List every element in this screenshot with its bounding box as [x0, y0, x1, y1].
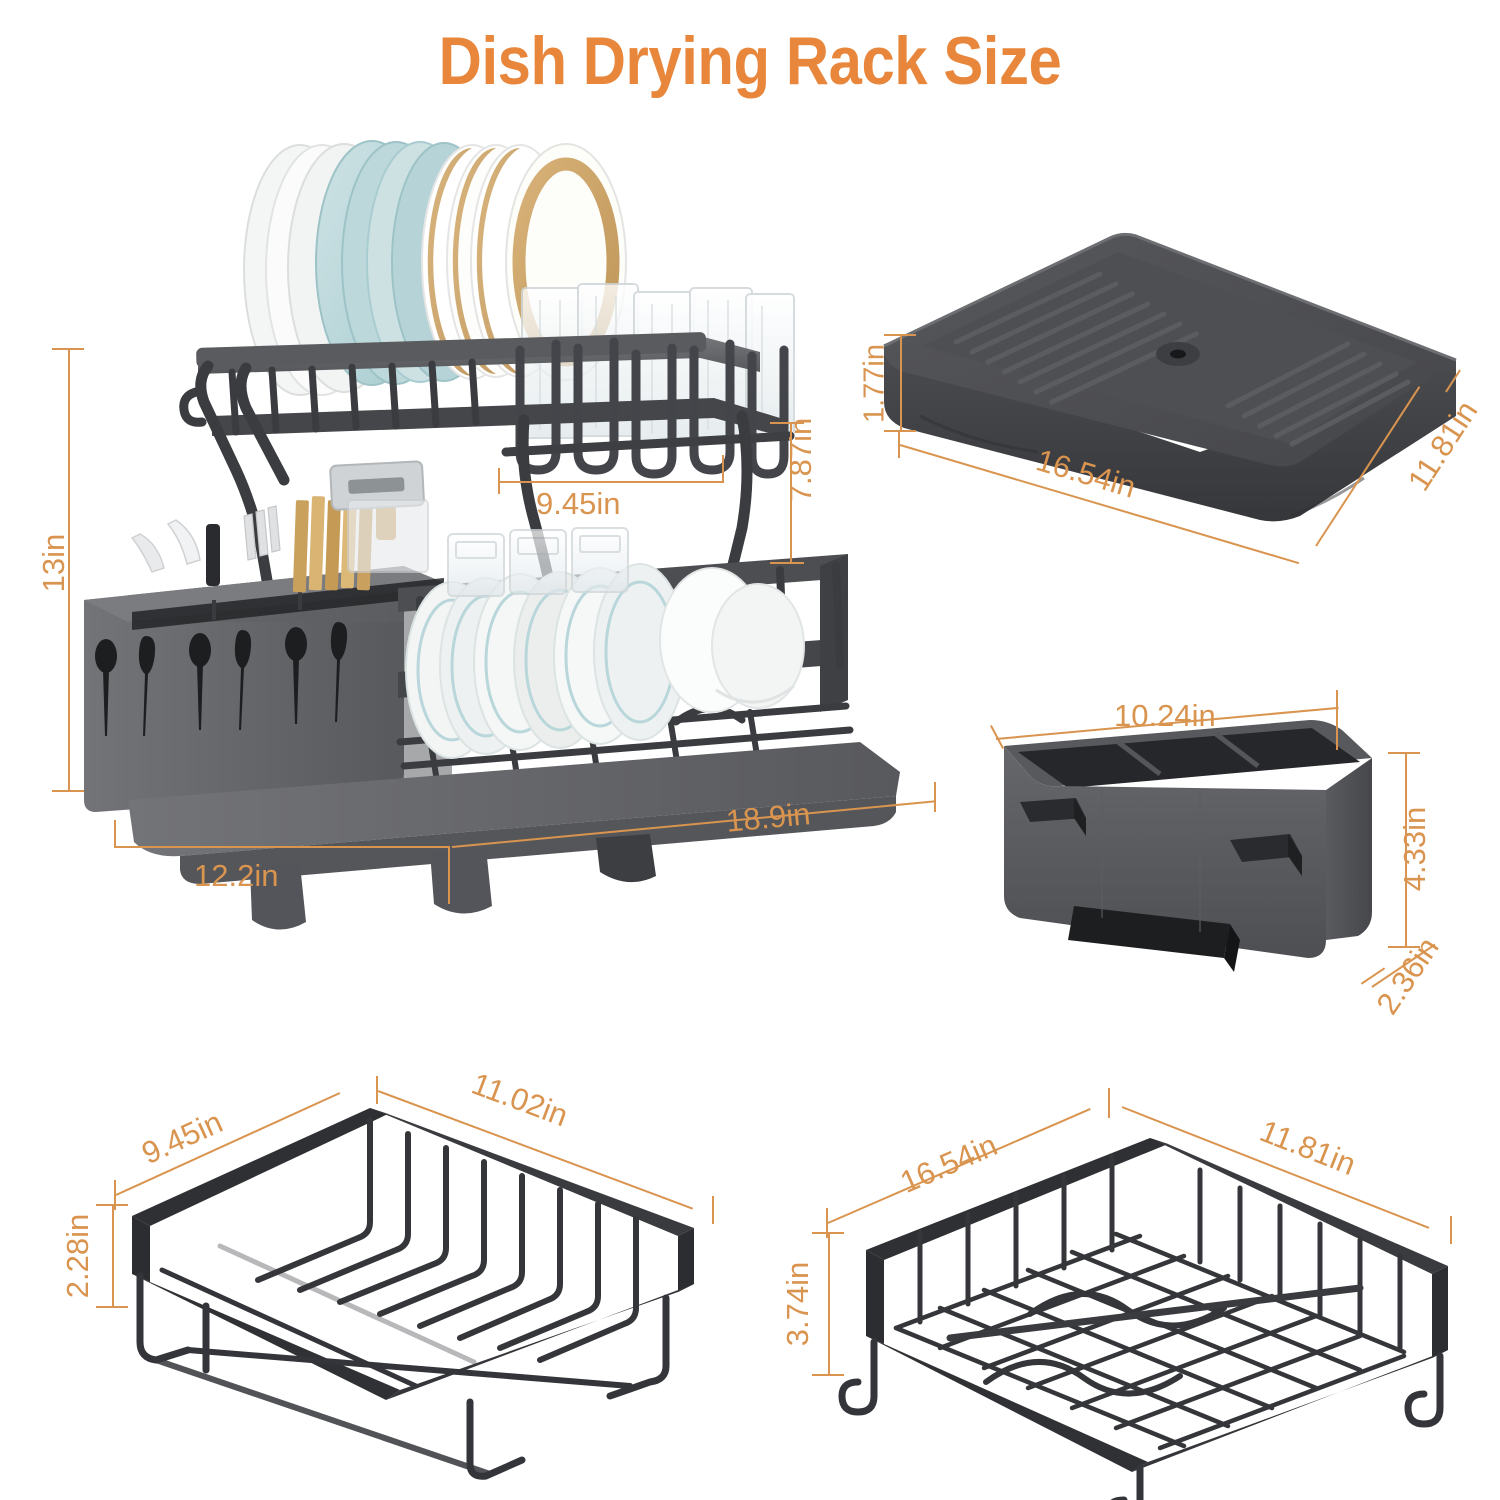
dimension-label-tray-height: 1.77in	[858, 344, 891, 424]
product-main-rack	[0, 0, 960, 960]
dimension-label-holder-height: 4.33in	[1397, 806, 1432, 892]
dimension-label-basket-height: 3.74in	[780, 1261, 815, 1347]
product-drip-tray	[860, 230, 1480, 560]
utensils-in-holder	[130, 460, 429, 593]
dimension-label-main-upper-width: 9.45in	[536, 486, 621, 521]
top-tier-plates	[243, 140, 627, 396]
utensil-holder-illustration	[1004, 720, 1372, 972]
page-title: Dish Drying Rack Size	[438, 23, 1062, 99]
dimension-label-uprack-height: 2.28in	[60, 1213, 95, 1299]
product-utensil-holder	[990, 700, 1430, 1000]
dimension-label-main-height: 13in	[36, 533, 71, 593]
dimension-label-holder-length: 10.24in	[1114, 698, 1216, 733]
product-lower-wire-basket	[800, 1090, 1480, 1500]
utensil-holder-on-rack	[84, 566, 452, 853]
dimension-label-main-depth: 12.2in	[194, 858, 279, 893]
lower-tier-glasses	[447, 527, 629, 597]
cutlery-cutout-icons	[95, 622, 348, 736]
drip-tray-illustration	[883, 232, 1457, 522]
lower-wire-basket-illustration	[838, 1138, 1448, 1500]
top-tier-frame	[196, 332, 795, 479]
rack-base-drainboard	[128, 742, 900, 930]
dimension-label-main-upper-height: 7.87in	[783, 417, 818, 503]
product-upper-wire-rack	[70, 1070, 730, 1480]
upper-wire-rack-illustration	[132, 1108, 694, 1480]
lower-tier-dishes	[405, 563, 805, 759]
main-rack-illustration	[84, 140, 900, 930]
